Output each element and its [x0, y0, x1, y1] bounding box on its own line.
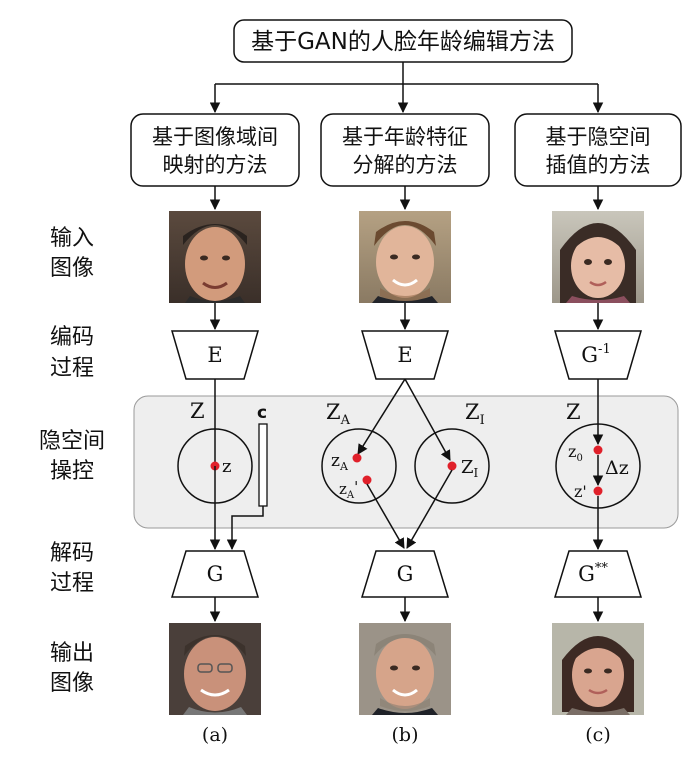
svg-text:z: z [222, 456, 231, 477]
input-image-c [552, 211, 644, 303]
row-label-input: 输入 图像 [50, 226, 94, 281]
method-a-line1: 基于图像域间 [152, 125, 278, 149]
input-image-b [359, 211, 451, 303]
svg-text:ZI: ZI [465, 400, 485, 428]
decoder-b: G [360, 550, 450, 598]
point-z-prime [593, 486, 603, 496]
svg-text:Δz: Δz [605, 457, 629, 479]
output-image-c [552, 623, 644, 715]
caption-b: (b) [392, 724, 419, 746]
row-label-latent: 隐空间 操控 [39, 429, 105, 484]
svg-text:zA: zA [331, 451, 349, 473]
latent-c: Z z0 Δz z' [555, 379, 641, 551]
svg-text:G**: G** [578, 561, 608, 586]
method-c-line2: 插值的方法 [546, 153, 651, 177]
encoder-b: E [361, 330, 449, 380]
encoder-a: E [171, 330, 259, 380]
svg-text:过程: 过程 [50, 571, 94, 596]
svg-text:编码: 编码 [50, 325, 94, 350]
svg-text:E: E [397, 343, 412, 367]
latent-a: Z z c [177, 379, 268, 551]
svg-text:输出: 输出 [50, 641, 94, 666]
latent-panel [133, 395, 679, 529]
svg-text:z': z' [574, 482, 587, 501]
svg-text:图像: 图像 [50, 671, 94, 696]
decoder-a: G [170, 550, 260, 598]
svg-text:解码: 解码 [50, 541, 94, 566]
svg-text:ZI: ZI [461, 457, 479, 480]
method-box-c: 基于隐空间 插值的方法 [514, 113, 682, 187]
svg-text:zA': zA' [339, 478, 358, 501]
decoder-c: G** [553, 550, 643, 598]
latent-b: ZA ZI zA zA' ZI [321, 378, 490, 549]
svg-text:隐空间: 隐空间 [39, 429, 105, 454]
svg-text:z0: z0 [568, 442, 583, 464]
title: 基于GAN的人脸年龄编辑方法 [251, 29, 555, 55]
svg-text:过程: 过程 [50, 356, 94, 381]
encoder-c: G-1 [554, 330, 642, 380]
output-image-b [359, 623, 451, 715]
row-label-decode: 解码 过程 [50, 541, 94, 596]
condition-bar [258, 423, 268, 507]
method-box-a: 基于图像域间 映射的方法 [130, 113, 300, 187]
svg-text:G: G [207, 562, 224, 586]
svg-text:c: c [257, 403, 267, 423]
svg-text:G-1: G-1 [581, 342, 610, 367]
point-zA-prime [362, 475, 372, 485]
svg-text:图像: 图像 [50, 256, 94, 281]
method-b-line2: 分解的方法 [353, 153, 458, 177]
row-label-encode: 编码 过程 [50, 325, 94, 381]
method-c-line1: 基于隐空间 [546, 125, 651, 149]
point-zA [352, 453, 362, 463]
svg-text:Z: Z [190, 399, 205, 423]
caption-c: (c) [585, 724, 610, 746]
svg-text:E: E [207, 343, 222, 367]
svg-text:输入: 输入 [50, 226, 94, 251]
method-a-line2: 映射的方法 [163, 153, 268, 177]
svg-text:G: G [397, 562, 414, 586]
row-label-output: 输出 图像 [50, 641, 94, 696]
output-image-a [169, 623, 261, 715]
svg-text:ZA: ZA [326, 400, 351, 428]
method-box-b: 基于年龄特征 分解的方法 [320, 113, 490, 187]
point-z0 [593, 445, 603, 455]
point-ZI [447, 461, 457, 471]
method-b-line1: 基于年龄特征 [342, 125, 468, 149]
caption-a: (a) [202, 724, 228, 746]
svg-text:操控: 操控 [50, 459, 94, 484]
input-image-a [169, 211, 261, 303]
svg-text:Z: Z [566, 400, 581, 424]
